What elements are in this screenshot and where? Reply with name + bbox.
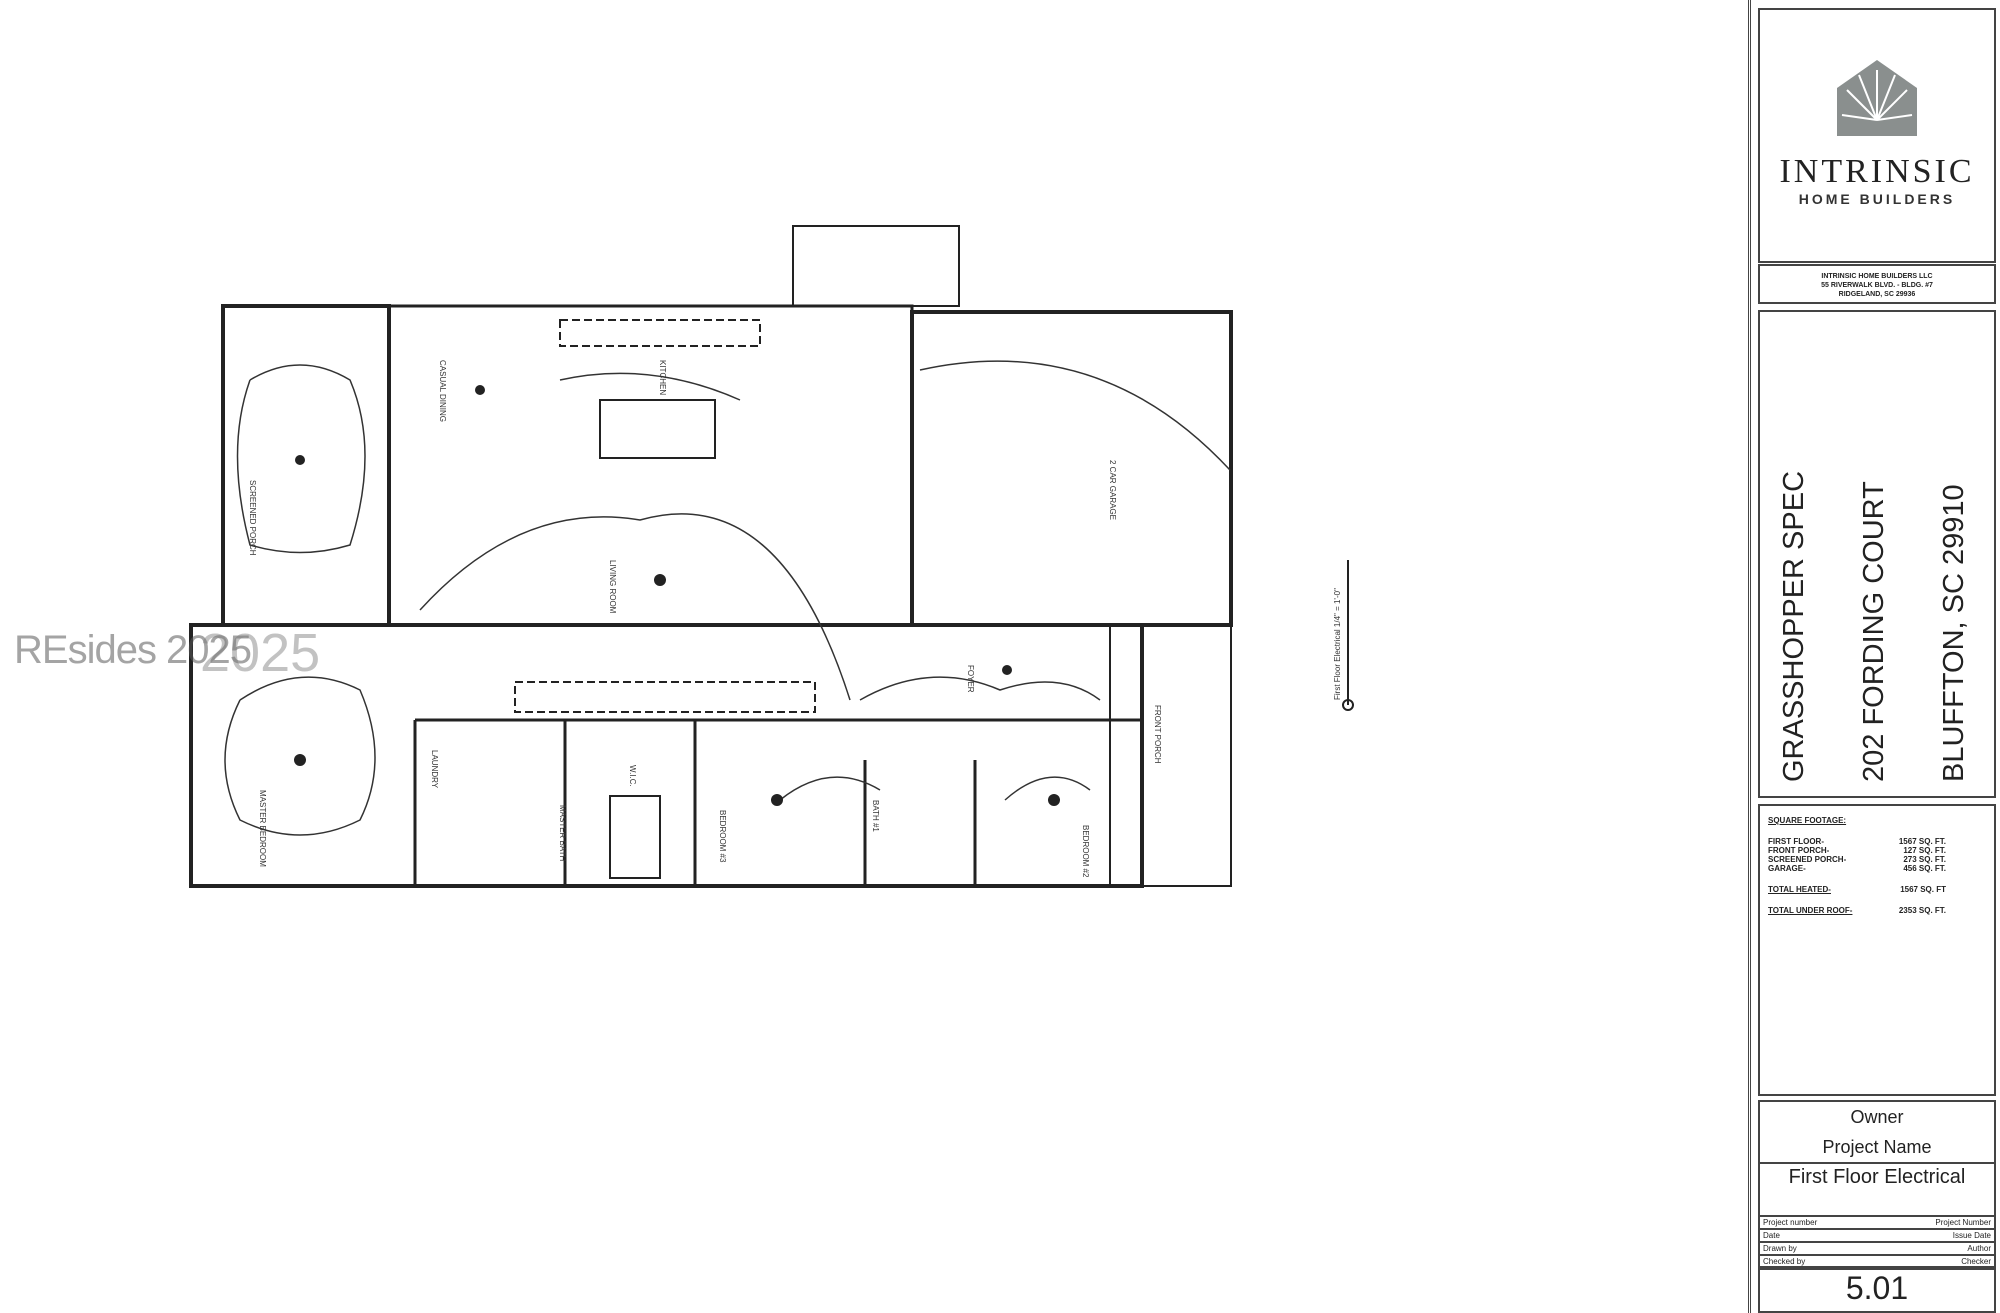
info-key: Project number xyxy=(1763,1218,1818,1227)
room-label: MASTER BEDROOM xyxy=(258,790,267,867)
room-label: KITCHEN xyxy=(658,360,667,395)
project-title: GRASSHOPPER SPEC xyxy=(1778,470,1810,782)
floor-plan: First Floor Electrical 1/4" = 1'-0" SCRE… xyxy=(189,225,1354,888)
sqft-value: 127 SQ. FT. xyxy=(1903,846,1946,855)
sqft-label: GARAGE- xyxy=(1768,864,1806,873)
sqft-value: 456 SQ. FT. xyxy=(1903,864,1946,873)
project-city: BLUFFTON, SC 29910 xyxy=(1938,484,1970,782)
sqft-label: FRONT PORCH- xyxy=(1768,846,1830,855)
address-line: RIDGELAND, SC 29936 xyxy=(1838,291,1916,298)
info-value: Author xyxy=(1967,1244,1991,1253)
sqft-row: FIRST FLOOR- 1567 SQ. FT. xyxy=(1768,837,1986,846)
room-label: W.I.C. xyxy=(628,765,637,787)
info-row: Project number Project Number xyxy=(1760,1215,1994,1228)
info-value: Checker xyxy=(1961,1257,1991,1266)
sqft-row: SCREENED PORCH- 273 SQ. FT. xyxy=(1768,855,1986,864)
total-under-roof: TOTAL UNDER ROOF- 2353 SQ. FT. xyxy=(1768,906,1986,915)
company-name: INTRINSIC xyxy=(1779,153,1975,190)
scale-label: First Floor Electrical 1/4" = 1'-0" xyxy=(1333,588,1342,700)
sqft-value: 273 SQ. FT. xyxy=(1903,855,1946,864)
company-address: INTRINSIC HOME BUILDERS LLC 55 RIVERWALK… xyxy=(1758,264,1996,304)
sheet-title: First Floor Electrical xyxy=(1760,1162,1994,1215)
company-subtitle: HOME BUILDERS xyxy=(1798,191,1956,207)
room-label: SCREENED PORCH xyxy=(248,480,257,556)
sqft-heading: SQUARE FOOTAGE: xyxy=(1768,816,1847,825)
watermark-year: 2025 xyxy=(200,623,321,683)
room-label: BEDROOM #2 xyxy=(1081,825,1090,878)
sqft-label: TOTAL UNDER ROOF- xyxy=(1768,906,1853,915)
title-block: INTRINSIC HOME BUILDERS INTRINSIC HOME B… xyxy=(1748,0,2000,1313)
info-row: Date Issue Date xyxy=(1760,1228,1994,1241)
sqft-row: GARAGE- 456 SQ. FT. xyxy=(1768,864,1986,873)
info-value: Project Number xyxy=(1935,1218,1991,1227)
info-key: Drawn by xyxy=(1763,1244,1797,1253)
house-sunburst-icon xyxy=(1837,60,1917,136)
room-label: FRONT PORCH xyxy=(1153,705,1162,764)
sheet-info: Owner Project Name First Floor Electrica… xyxy=(1758,1100,1996,1268)
info-value: Issue Date xyxy=(1952,1231,1991,1240)
info-row: Drawn by Author xyxy=(1760,1241,1994,1254)
watermark: REsides 2025 xyxy=(14,628,252,672)
room-label: BEDROOM #3 xyxy=(718,810,727,863)
project-name: Project Name xyxy=(1822,1137,1932,1157)
address-line: INTRINSIC HOME BUILDERS LLC xyxy=(1821,273,1933,280)
room-label: FOYER xyxy=(966,665,975,693)
sqft-label: SCREENED PORCH- xyxy=(1768,855,1847,864)
sheet-number: 5.01 xyxy=(1758,1268,1996,1313)
room-label: MASTER BATH xyxy=(558,805,567,862)
room-label: LAUNDRY xyxy=(430,750,439,789)
square-footage: SQUARE FOOTAGE: FIRST FLOOR- 1567 SQ. FT.… xyxy=(1758,804,1996,1096)
info-key: Checked by xyxy=(1763,1257,1806,1266)
room-label: 2 CAR GARAGE xyxy=(1108,460,1117,520)
owner: Owner xyxy=(1850,1107,1904,1127)
sqft-value: 2353 SQ. FT. xyxy=(1898,906,1946,915)
sqft-value: 1567 SQ. FT xyxy=(1900,885,1946,894)
sqft-label: FIRST FLOOR- xyxy=(1768,837,1824,846)
sqft-value: 1567 SQ. FT. xyxy=(1898,837,1946,846)
project-street: 202 FORDING COURT xyxy=(1858,481,1890,782)
project-info: GRASSHOPPER SPEC 202 FORDING COURT BLUFF… xyxy=(1758,310,1996,798)
address-line: 55 RIVERWALK BLVD. - BLDG. #7 xyxy=(1821,282,1933,289)
sqft-label: TOTAL HEATED- xyxy=(1768,885,1831,894)
total-heated: TOTAL HEATED- 1567 SQ. FT xyxy=(1768,885,1986,894)
room-label: CASUAL DINING xyxy=(438,360,447,422)
info-row: Checked by Checker xyxy=(1760,1254,1994,1267)
company-logo: INTRINSIC HOME BUILDERS xyxy=(1758,8,1996,263)
info-key: Date xyxy=(1763,1231,1780,1240)
room-label: LIVING ROOM xyxy=(608,560,617,614)
sqft-row: FRONT PORCH- 127 SQ. FT. xyxy=(1768,846,1986,855)
room-label: BATH #1 xyxy=(871,800,880,832)
